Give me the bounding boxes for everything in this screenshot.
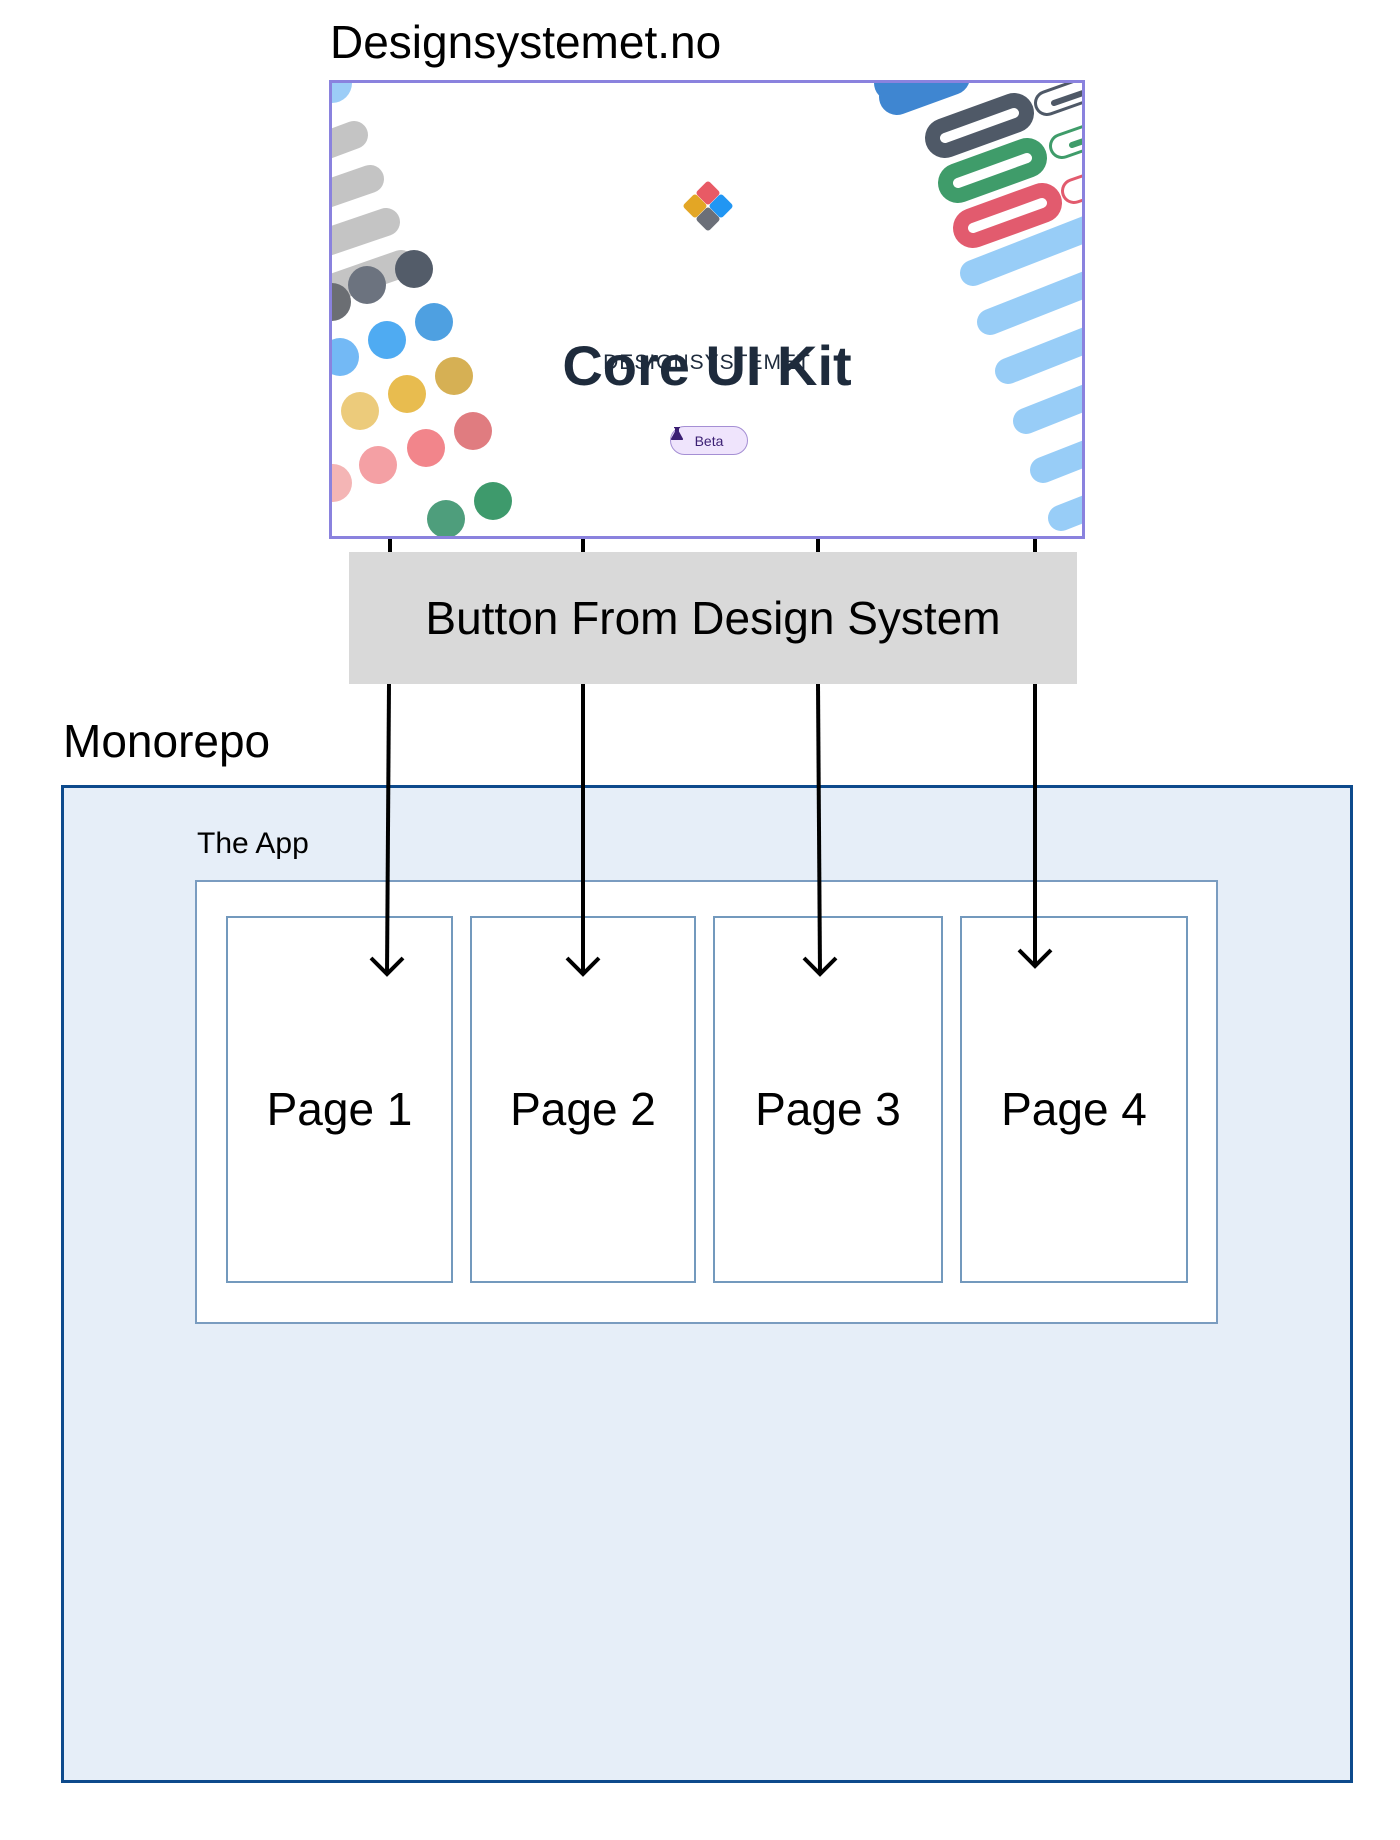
beta-label: Beta bbox=[694, 432, 724, 449]
page-label: Page 3 bbox=[755, 1083, 901, 1135]
blue-bars bbox=[960, 216, 1082, 531]
page-label: Page 2 bbox=[510, 1083, 656, 1135]
site-title: Designsystemet.no bbox=[330, 16, 722, 68]
kit-title: Core UI Kit bbox=[562, 334, 852, 397]
design-system-button-component: Button From Design System bbox=[349, 552, 1077, 684]
designsystemet-logo-icon bbox=[683, 181, 733, 231]
core-ui-kit-card: DESIGNSYSTEMET Core UI Kit Beta bbox=[329, 80, 1085, 539]
decor-dot bbox=[332, 83, 352, 103]
page-box: Page 3 bbox=[713, 916, 943, 1283]
page-label: Page 1 bbox=[266, 1083, 413, 1135]
flask-icon bbox=[671, 427, 683, 440]
beta-badge: Beta bbox=[670, 426, 748, 455]
page-box: Page 1 bbox=[226, 916, 453, 1283]
component-label: Button From Design System bbox=[425, 592, 1001, 644]
brand-name: DESIGNSYSTEMET bbox=[603, 351, 811, 374]
page-box: Page 2 bbox=[470, 916, 696, 1283]
monorepo-label: Monorepo bbox=[63, 715, 271, 767]
app-label: The App bbox=[197, 827, 309, 860]
page-label: Page 4 bbox=[1001, 1083, 1147, 1135]
decor-dots bbox=[332, 250, 512, 536]
card-decoration bbox=[332, 83, 1082, 536]
gray-bars bbox=[332, 121, 415, 303]
page-box: Page 4 bbox=[960, 916, 1188, 1283]
decor-buttons bbox=[874, 83, 1082, 248]
